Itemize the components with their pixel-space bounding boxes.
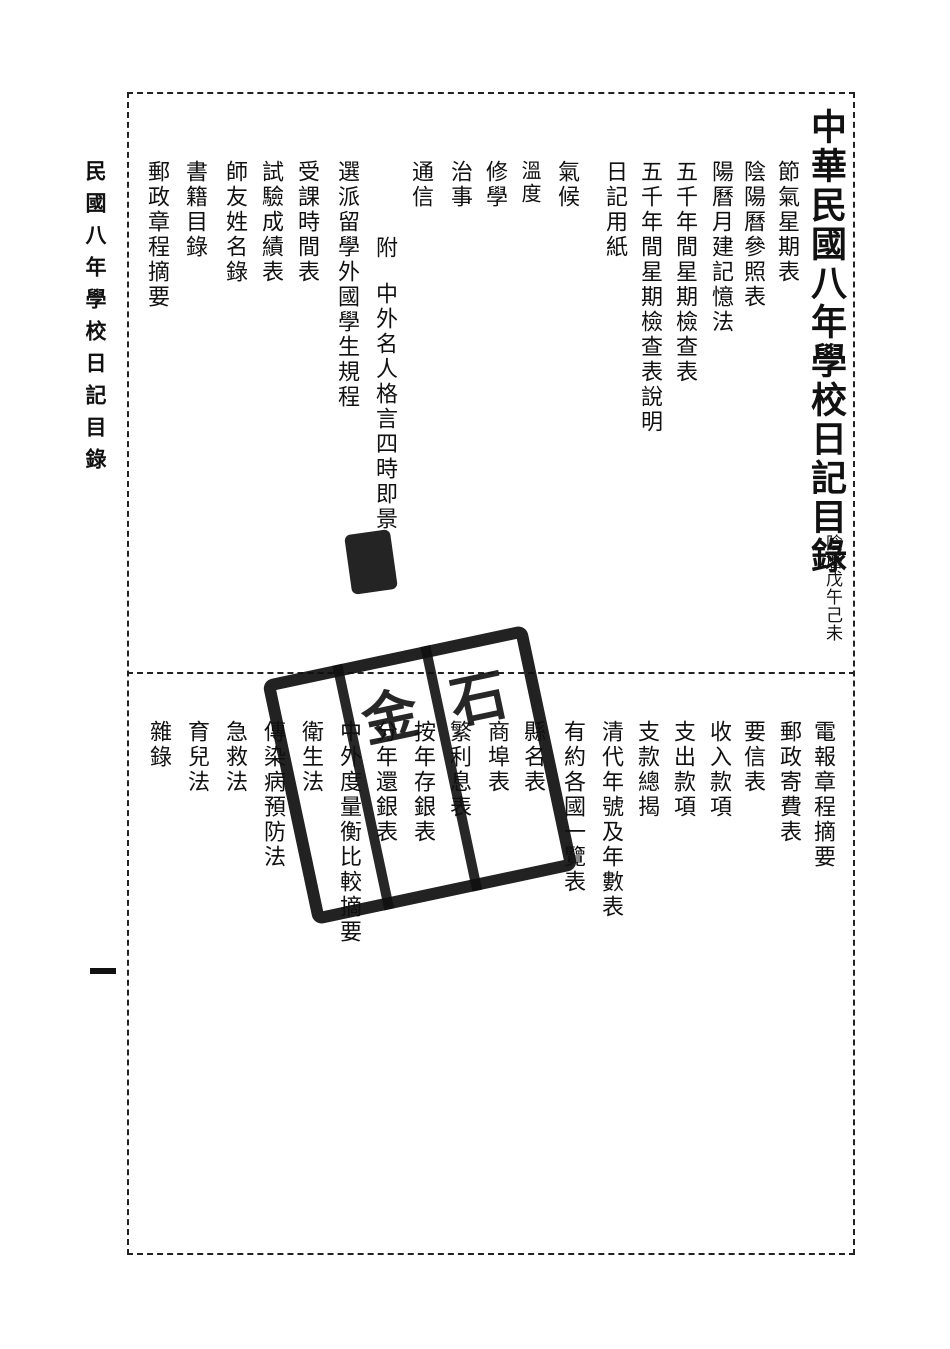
- toc-item: 中外度量衡比較摘要: [336, 720, 361, 945]
- toc-item: 附: [372, 236, 397, 261]
- page-title: 中華民國八年學校日記目錄: [805, 108, 847, 576]
- toc-item: 電報章程摘要: [810, 720, 835, 870]
- toc-item: 分年還銀表: [372, 720, 397, 845]
- toc-item: 雜錄: [146, 720, 171, 770]
- toc-item: 支款總揭: [634, 720, 659, 820]
- toc-item: 縣名表: [520, 720, 545, 795]
- title-note: 陰曆戊午己未: [822, 534, 842, 642]
- section-divider: [127, 672, 855, 674]
- toc-item: 四時即景: [372, 432, 397, 532]
- toc-item: 陰陽曆參照表: [740, 160, 765, 310]
- toc-item: 治事: [447, 160, 472, 210]
- toc-item: 收入款項: [706, 720, 731, 820]
- toc-item: 試驗成績表: [258, 160, 283, 285]
- toc-item: 按年存銀表: [410, 720, 435, 845]
- running-title: 民國八年學校日記目錄: [83, 160, 108, 480]
- toc-item: 衛生法: [298, 720, 323, 795]
- toc-item: 日記用紙: [602, 160, 627, 260]
- toc-item: 節氣星期表: [774, 160, 799, 285]
- toc-item: 書籍目錄: [182, 160, 207, 260]
- toc-item: 急救法: [222, 720, 247, 795]
- toc-item: 五千年間星期檢查表: [672, 160, 697, 385]
- toc-item: 郵政章程摘要: [144, 160, 169, 310]
- toc-item: 溫度: [518, 160, 542, 206]
- toc-item: 五千年間星期檢查表說明: [637, 160, 662, 435]
- toc-item: 修學: [482, 160, 507, 210]
- toc-item: 郵政寄費表: [776, 720, 801, 845]
- toc-item: 清代年號及年數表: [598, 720, 623, 920]
- toc-item: 氣候: [554, 160, 579, 210]
- toc-item: 師友姓名錄: [222, 160, 247, 285]
- toc-item: 中外名人格言: [372, 282, 397, 432]
- toc-item: 選派留學外國學生規程: [334, 160, 359, 410]
- toc-item: 受課時間表: [294, 160, 319, 285]
- toc-item: 商埠表: [484, 720, 509, 795]
- toc-item: 通信: [408, 160, 433, 210]
- toc-item: 陽曆月建記憶法: [708, 160, 733, 335]
- toc-item: 繁利息表: [446, 720, 471, 820]
- toc-item: 育兒法: [184, 720, 209, 795]
- toc-item: 要信表: [740, 720, 765, 795]
- toc-item: 支出款項: [670, 720, 695, 820]
- page-number: [90, 968, 116, 974]
- toc-item: 傳染病預防法: [260, 720, 285, 870]
- toc-item: 有約各國一覽表: [560, 720, 585, 895]
